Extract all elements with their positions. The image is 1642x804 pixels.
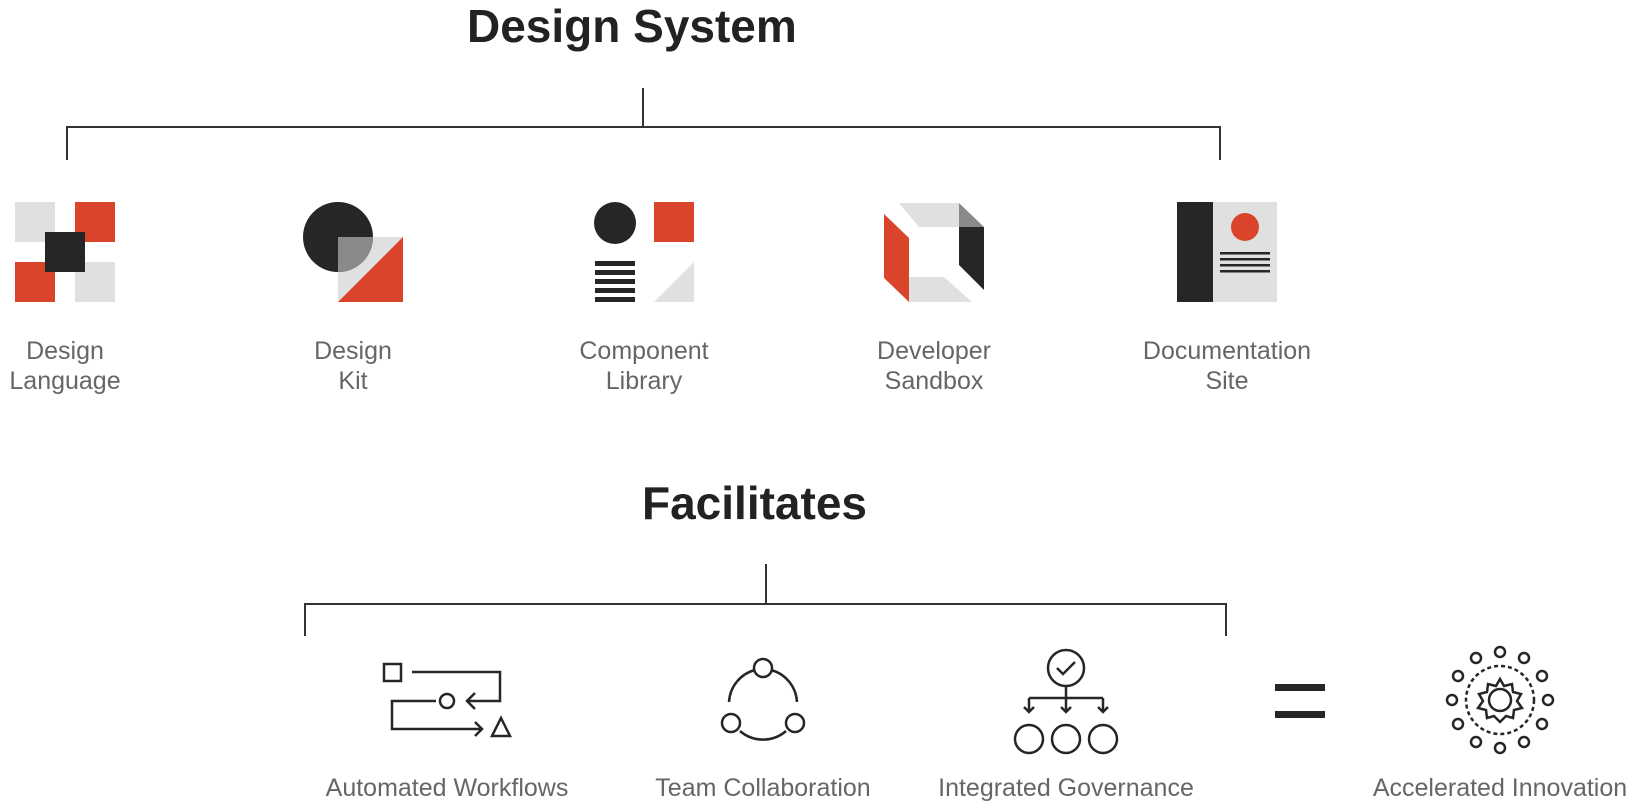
outcome-label-workflows: Automated Workflows <box>325 774 569 802</box>
bracket-right-top <box>1219 126 1221 160</box>
component-library-icon <box>594 202 694 302</box>
design-language-icon <box>15 202 115 302</box>
outcome-label-governance: Integrated Governance <box>938 774 1194 802</box>
governance-icon <box>1013 648 1119 755</box>
bracket-left-bottom <box>304 603 306 636</box>
equals-icon <box>1275 684 1325 718</box>
facilitates-title: Facilitates <box>642 477 867 529</box>
result-label: Accelerated Innovation <box>1372 774 1628 802</box>
bracket-left-top <box>66 126 68 160</box>
outcome-label-collaboration: Team Collaboration <box>655 774 871 802</box>
design-system-title: Design System <box>467 0 797 52</box>
bracket-right-bottom <box>1225 603 1227 636</box>
collaboration-icon <box>720 657 806 741</box>
bracket-bar-top <box>66 126 1221 128</box>
design-kit-icon <box>303 202 403 302</box>
documentation-site-icon <box>1177 202 1277 302</box>
workflow-icon <box>382 662 513 738</box>
bracket-stem-top <box>642 88 644 127</box>
bracket-bar-bottom <box>304 603 1227 605</box>
developer-sandbox-icon <box>884 203 984 302</box>
innovation-gear-icon <box>1445 645 1555 755</box>
bracket-stem-bottom <box>765 564 767 604</box>
